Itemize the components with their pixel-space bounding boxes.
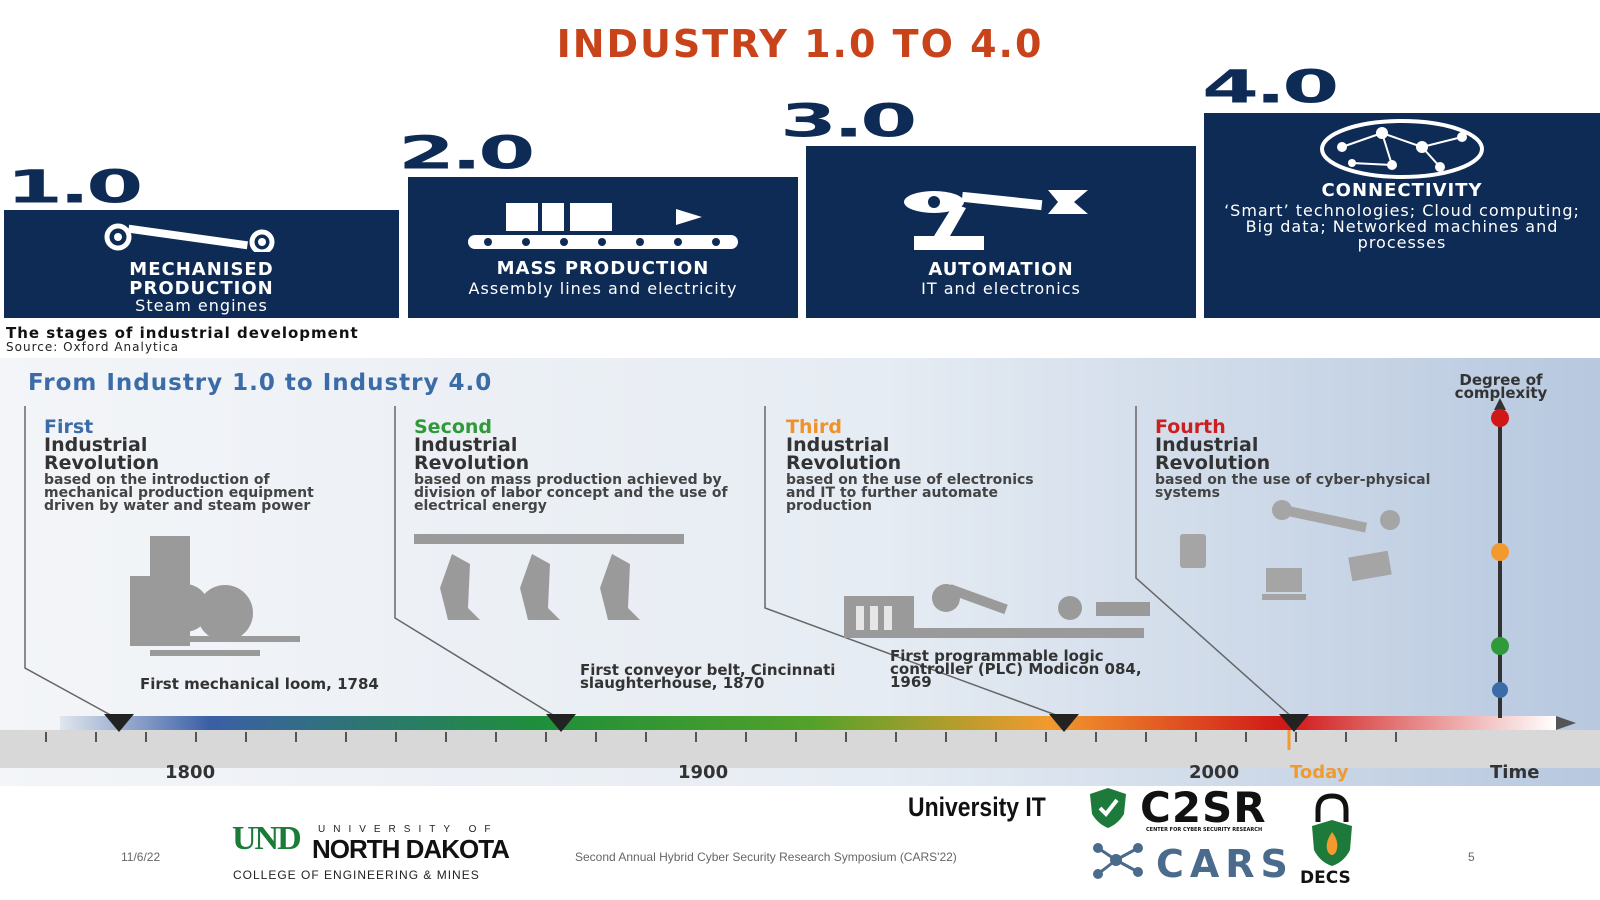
axis-label-1900: 1900 bbox=[678, 762, 729, 783]
infographic-source: Source: Oxford Analytica bbox=[6, 340, 179, 354]
conveyor-belt-icon bbox=[414, 534, 684, 620]
decs-logo: DECS bbox=[1300, 868, 1351, 888]
revolution-2-label-2: Revolution bbox=[414, 452, 530, 474]
timeline-title: From Industry 1.0 to Industry 4.0 bbox=[28, 370, 493, 396]
revolution-2-ordinal: Second bbox=[414, 416, 493, 438]
axis-label-today: Today bbox=[1290, 762, 1349, 783]
axis-label-2000: 2000 bbox=[1189, 762, 1240, 783]
revolution-4-label-1: Industrial bbox=[1155, 434, 1259, 456]
und-logo-name: NORTH DAKOTA bbox=[312, 834, 510, 864]
milestone-1: First mechanical loom, 1784 bbox=[140, 675, 379, 693]
shield-icon bbox=[1090, 788, 1126, 828]
cars-logo: CARS bbox=[1156, 842, 1294, 886]
stage-4-number: 4.0 bbox=[1202, 61, 1339, 114]
stage-3-number: 3.0 bbox=[780, 95, 917, 148]
slide-title: INDUSTRY 1.0 TO 4.0 bbox=[556, 22, 1044, 66]
revolution-2-label-1: Industrial bbox=[414, 434, 518, 456]
stage-3-block: AUTOMATION IT and electronics bbox=[806, 146, 1196, 318]
footer-page-number: 5 bbox=[1468, 850, 1475, 864]
network-nodes-icon bbox=[1093, 843, 1143, 879]
revolution-2: Second Industrial Revolution based on ma… bbox=[414, 416, 744, 514]
revolution-1: First Industrial Revolution based on the… bbox=[44, 416, 374, 514]
axis-label-time: Time bbox=[1490, 762, 1540, 783]
stage-1-title: MECHANISED PRODUCTION bbox=[129, 259, 274, 299]
revolution-3-label-2: Revolution bbox=[786, 452, 902, 474]
cyber-physical-icon bbox=[1180, 500, 1400, 600]
revolution-4-ordinal: Fourth bbox=[1155, 416, 1226, 438]
revolution-1-label-1: Industrial bbox=[44, 434, 148, 456]
stage-2-title: MASS PRODUCTION bbox=[496, 258, 710, 279]
und-logo-college: COLLEGE OF ENGINEERING & MINES bbox=[233, 868, 480, 882]
timeline-panel: From Industry 1.0 to Industry 4.0 First … bbox=[0, 358, 1600, 786]
stage-3-title: AUTOMATION bbox=[928, 259, 1074, 280]
milestone-2: First conveyor belt, Cincinnati slaughte… bbox=[580, 661, 836, 692]
und-logo-university: UNIVERSITY OF bbox=[318, 824, 499, 835]
stage-2-number: 2.0 bbox=[398, 127, 535, 180]
revolution-4: Fourth Industrial Revolution based on th… bbox=[1155, 416, 1485, 501]
footer-date: 11/6/22 bbox=[121, 850, 161, 864]
stage-1-subtitle: Steam engines bbox=[135, 296, 268, 315]
stage-2-subtitle: Assembly lines and electricity bbox=[468, 279, 738, 298]
stage-4-title: CONNECTIVITY bbox=[1321, 180, 1483, 201]
revolution-2-description: based on mass production achieved by div… bbox=[414, 472, 728, 514]
network-globe-icon bbox=[1320, 119, 1484, 179]
university-it-logo: University IT bbox=[908, 792, 1046, 822]
stage-4-subtitle: ‘Smart’ technologies; Cloud computing; B… bbox=[1224, 201, 1580, 252]
timeline-illustrations bbox=[0, 398, 1600, 768]
c2sr-logo-subtitle: CENTER FOR CYBER SECURITY RESEARCH bbox=[1146, 827, 1263, 833]
lock-flame-icon bbox=[1312, 793, 1352, 866]
stage-2-block: MASS PRODUCTION Assembly lines and elect… bbox=[408, 177, 798, 318]
complexity-label: Degree of complexity bbox=[1454, 371, 1548, 402]
revolution-3: Third Industrial Revolution based on the… bbox=[786, 416, 1116, 514]
stage-1-block: MECHANISED PRODUCTION Steam engines bbox=[4, 210, 399, 318]
und-logo-mark: UND bbox=[232, 820, 302, 857]
milestone-3: First programmable logic controller (PLC… bbox=[890, 647, 1142, 691]
stage-1-number: 1.0 bbox=[6, 161, 143, 214]
revolution-1-description: based on the introduction of mechanical … bbox=[44, 472, 314, 514]
c2sr-logo: C2SR bbox=[1140, 783, 1267, 832]
footer-symposium: Second Annual Hybrid Cyber Security Rese… bbox=[575, 850, 957, 864]
axis-label-1800: 1800 bbox=[165, 762, 216, 783]
steam-engine-icon bbox=[104, 223, 275, 252]
revolution-1-ordinal: First bbox=[44, 416, 94, 438]
stage-4-block: CONNECTIVITY ‘Smart’ technologies; Cloud… bbox=[1204, 113, 1600, 318]
revolution-3-ordinal: Third bbox=[786, 416, 842, 438]
revolution-3-label-1: Industrial bbox=[786, 434, 890, 456]
stage-3-subtitle: IT and electronics bbox=[921, 279, 1081, 298]
infographic-caption: The stages of industrial development bbox=[6, 324, 359, 342]
revolution-1-label-2: Revolution bbox=[44, 452, 160, 474]
assembly-line-icon bbox=[468, 203, 738, 249]
revolution-4-description: based on the use of cyber-physical syste… bbox=[1155, 472, 1431, 501]
mechanical-loom-icon bbox=[130, 536, 300, 656]
plc-robot-icon bbox=[844, 584, 1150, 638]
robot-arm-icon bbox=[904, 190, 1088, 250]
revolution-3-description: based on the use of electronics and IT t… bbox=[786, 472, 1034, 514]
revolution-4-label-2: Revolution bbox=[1155, 452, 1271, 474]
